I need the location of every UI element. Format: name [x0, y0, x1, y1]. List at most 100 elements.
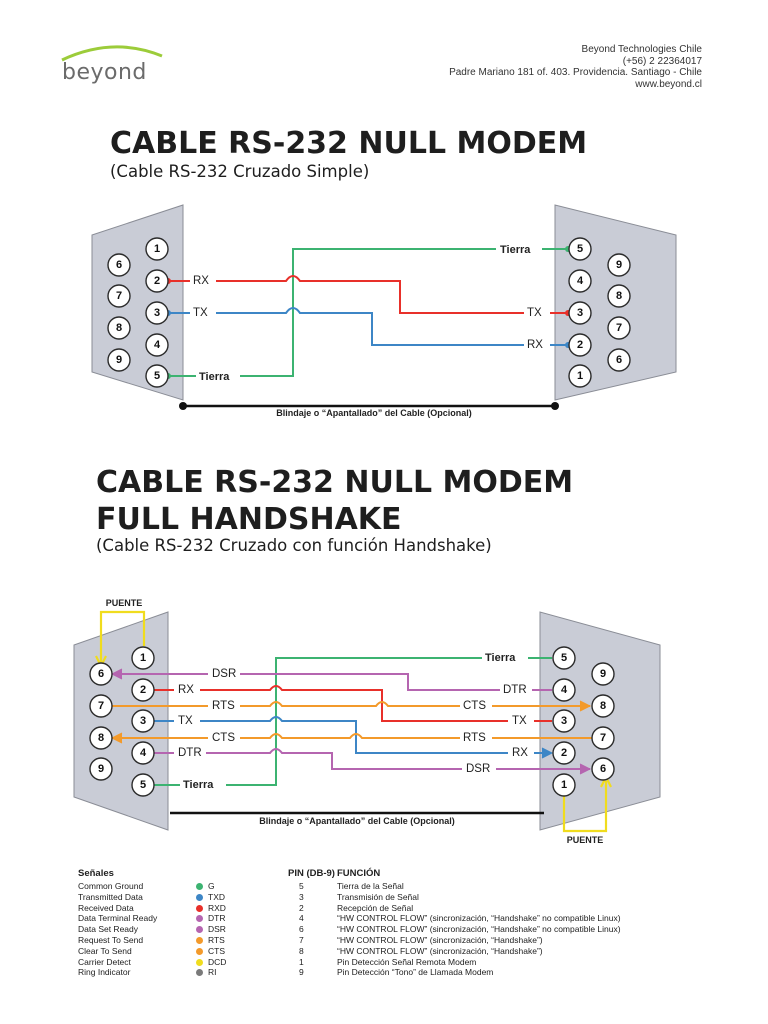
- label-rx-right: RX: [527, 339, 543, 351]
- svg-text:7: 7: [600, 732, 606, 744]
- label-rts-left: RTS: [212, 700, 235, 712]
- pin-right-7: 7: [607, 316, 631, 340]
- legend-pin-number: 6: [299, 924, 304, 935]
- pin-left-4: 4: [145, 333, 169, 357]
- section2-title-line1: CABLE RS-232 NULL MODEM: [96, 465, 574, 500]
- label-tx-right: TX: [512, 715, 527, 727]
- legend-signal-name: Common Ground: [78, 881, 144, 891]
- pin-right-8: 8: [591, 694, 615, 718]
- wire-rx-tx: [154, 685, 552, 722]
- svg-text:3: 3: [154, 307, 160, 319]
- svg-text:6: 6: [98, 668, 104, 680]
- svg-text:6: 6: [600, 763, 606, 775]
- label-rx-left: RX: [193, 275, 209, 287]
- pin-left-8: 8: [89, 726, 113, 750]
- legend-signal-name: Data Terminal Ready: [78, 913, 158, 924]
- svg-text:2: 2: [154, 275, 160, 287]
- legend-signal-name: Ring Indicator: [78, 967, 131, 978]
- pin-right-4: 4: [552, 678, 576, 702]
- pin-right-2: 2: [568, 333, 592, 357]
- svg-text:3: 3: [577, 307, 583, 319]
- legend-pin-number: 9: [299, 967, 304, 978]
- pin-right-9: 9: [591, 662, 615, 686]
- svg-text:6: 6: [116, 259, 122, 271]
- svg-text:8: 8: [98, 732, 104, 744]
- legend-function: Pin Detección Señal Remota Modem: [337, 956, 477, 967]
- legend-color-dot-icon: [196, 947, 203, 955]
- label-dsr-right: DSR: [466, 763, 490, 775]
- pin-left-2: 2: [145, 269, 169, 293]
- svg-text:5: 5: [154, 370, 160, 382]
- puente-top-jumper: [99, 610, 146, 662]
- wire-rts-cts: [112, 701, 590, 707]
- legend-signal-name: Clear To Send: [78, 945, 132, 956]
- pin-left-9: 9: [107, 348, 131, 372]
- pin-left-3: 3: [145, 301, 169, 325]
- label-rx-left: RX: [178, 684, 194, 696]
- svg-text:1: 1: [154, 243, 160, 255]
- label-ground-right: Tierra: [500, 244, 531, 256]
- puente-bottom-jumper: [562, 781, 608, 833]
- company-name: Beyond Technologies Chile: [581, 44, 702, 55]
- wire-tx-rx: [154, 716, 542, 754]
- pin-left-5: 5: [131, 773, 155, 797]
- section1-subtitle: (Cable RS-232 Cruzado Simple): [110, 162, 370, 181]
- legend-function: “HW CONTROL FLOW” (sincronización, “Hand…: [337, 924, 621, 935]
- legend-header-function: FUNCIÓN: [337, 868, 381, 879]
- svg-text:9: 9: [116, 354, 122, 366]
- legend-color-dot-icon: [196, 883, 203, 890]
- svg-text:4: 4: [140, 747, 147, 759]
- pin-right-9: 9: [607, 253, 631, 277]
- wire-tx-rx: [168, 307, 568, 346]
- company-website[interactable]: www.beyond.cl: [635, 78, 702, 90]
- label-ground-left: Tierra: [183, 779, 214, 791]
- wire-dsr-dtr: [112, 673, 552, 691]
- legend-pin-number: 2: [299, 902, 304, 913]
- wire-rx-tx: [168, 275, 568, 314]
- svg-text:1: 1: [561, 779, 567, 791]
- svg-text:2: 2: [140, 684, 146, 696]
- pin-right-8: 8: [607, 284, 631, 308]
- legend-signal-name: Request To Send: [78, 935, 144, 945]
- legend-color-dot-icon: [196, 958, 203, 966]
- legend-pin-number: 3: [299, 891, 304, 902]
- label-rts-right: RTS: [463, 732, 486, 744]
- label-dsr-left: DSR: [212, 668, 236, 680]
- pin-left-6: 6: [89, 662, 113, 686]
- label-cts-left: CTS: [212, 732, 235, 744]
- svg-text:7: 7: [616, 322, 622, 334]
- svg-text:8: 8: [616, 290, 622, 302]
- legend-function: Transmisión de Señal: [337, 891, 419, 902]
- pin-right-1: 1: [568, 364, 592, 388]
- logo-swoosh-icon: [61, 45, 163, 62]
- legend-signal-name: Transmitted Data: [78, 891, 143, 902]
- legend-signal-code: G: [196, 881, 215, 891]
- pin-left-6: 6: [107, 253, 131, 277]
- svg-text:3: 3: [140, 715, 146, 727]
- wire-dtr-dsr: [154, 748, 590, 770]
- legend-signal-code: DCD: [196, 957, 226, 967]
- legend-function: Tierra de la Señal: [337, 881, 404, 891]
- pin-right-7: 7: [591, 726, 615, 750]
- legend-color-dot-icon: [196, 969, 203, 977]
- pin-right-4: 4: [568, 269, 592, 293]
- puente-top-label: PUENTE: [106, 598, 143, 608]
- pin-right-3: 3: [568, 301, 592, 325]
- legend-function: “HW CONTROL FLOW” (sincronización, “Hand…: [337, 945, 543, 956]
- pin-right-6: 6: [607, 348, 631, 372]
- legend-signal-code: RI: [196, 967, 217, 977]
- legend-color-dot-icon: [196, 904, 203, 912]
- pin-left-2: 2: [131, 678, 155, 702]
- legend-function: Pin Detección “Tono” de Llamada Modem: [337, 967, 494, 978]
- svg-text:8: 8: [116, 322, 122, 334]
- section1-title: CABLE RS-232 NULL MODEM: [110, 126, 588, 161]
- svg-text:4: 4: [577, 275, 584, 287]
- svg-text:4: 4: [154, 339, 161, 351]
- section2-title-line2: FULL HANDSHAKE: [96, 502, 402, 537]
- pin-left-4: 4: [131, 741, 155, 765]
- svg-text:2: 2: [577, 339, 583, 351]
- shield-endpoint-left: [179, 402, 187, 410]
- legend-color-dot-icon: [196, 926, 203, 934]
- pin-left-1: 1: [145, 237, 169, 261]
- svg-text:9: 9: [616, 259, 622, 271]
